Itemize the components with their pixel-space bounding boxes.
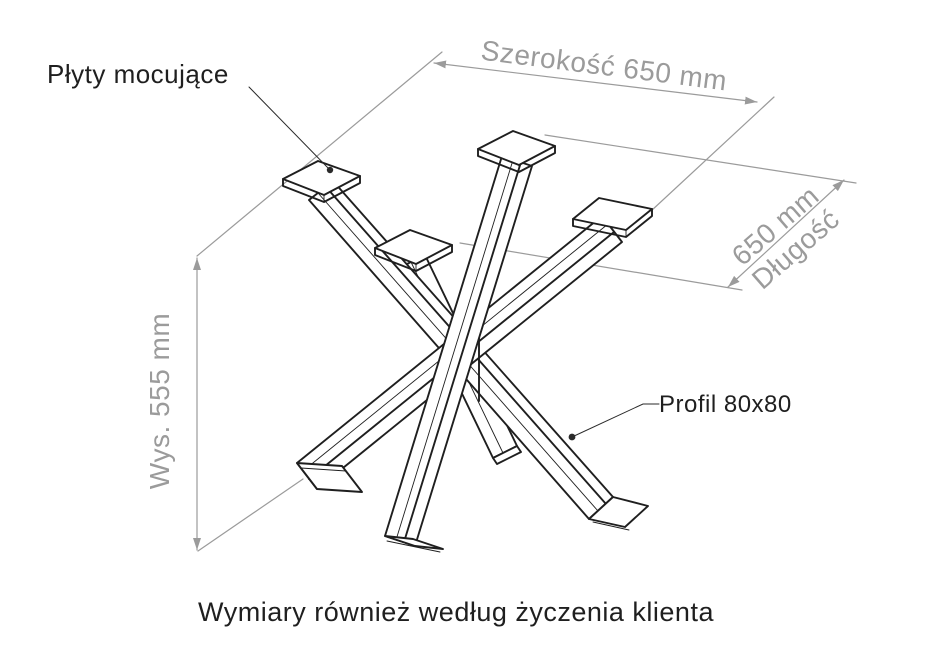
extension-line-bottom-left [197,478,304,552]
mounting-plates-leader-line [248,86,331,171]
table-base-structure [282,130,653,553]
profile-leader-dot [568,433,576,441]
mounting-plate-front [374,229,453,272]
profile-leader-line [571,403,660,438]
length-dimension-line [727,179,845,288]
height-dimension-label: Wys. 555 mm [144,312,175,490]
extension-line-width-right [650,96,775,212]
mounting-plates-leader-dot [326,166,334,174]
mounting-plate-right [572,197,653,238]
extension-line-length-top [544,134,857,184]
extension-line-length-bottom [459,242,743,291]
extension-line-top-left [196,51,443,257]
leg-back-to-front [384,155,533,553]
mounting-plate-back [477,130,556,173]
width-dimension-line [433,60,758,105]
mounting-plates-label: Płyty mocujące [47,59,229,89]
caption: Wymiary również według życzenia klienta [198,597,714,627]
mounting-plate-left [282,160,361,203]
profile-label: Profil 80x80 [659,391,792,418]
dimension-lines [193,51,857,552]
leader-lines [248,86,660,441]
